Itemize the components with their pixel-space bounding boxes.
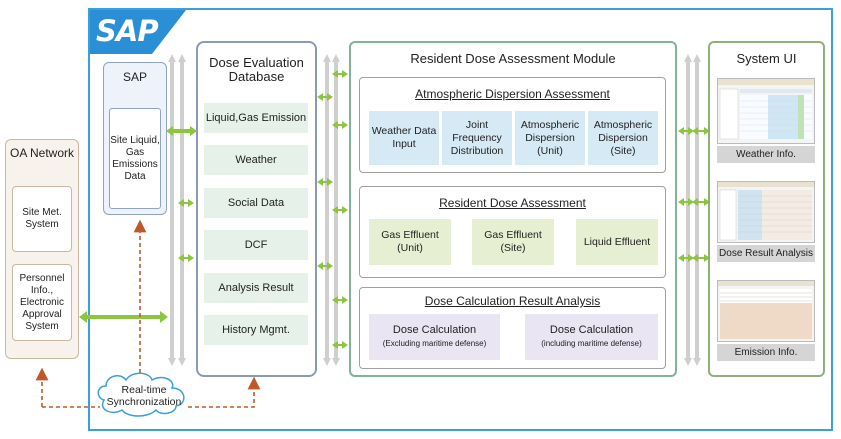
weather-data-input: Weather Data Input: [369, 111, 439, 165]
dose-result-screenshot: [717, 181, 815, 243]
atmospheric-dispersion-title: Atmospheric Dispersion Assessment: [415, 87, 610, 101]
atmospheric-dispersion-unit: Atmospheric Dispersion (Unit): [515, 111, 585, 165]
dose-calc-incl-main: Dose Calculation: [549, 324, 634, 336]
weather-info-screenshot: [717, 78, 815, 144]
dose-calculation-excluding: Dose Calculation (Excluding maritime def…: [369, 314, 500, 360]
site-met-system: Site Met. System: [12, 186, 72, 252]
emission-screen-image: [718, 281, 814, 339]
dose-result-screen-image: [718, 182, 814, 241]
db-item-social-data: Social Data: [204, 188, 308, 218]
db-item-dcf: DCF: [204, 230, 308, 260]
dose-calc-excl-sub: (Excluding maritime defense): [382, 339, 487, 348]
system-ui-title: System UI: [736, 51, 797, 66]
emission-info-screenshot: [717, 280, 815, 342]
sap-block-title: SAP: [122, 70, 147, 84]
oa-network-title: OA Network: [9, 146, 75, 160]
sap-emissions-data: Site Liquid, Gas Emissions Data: [109, 108, 161, 209]
atmospheric-dispersion-site: Atmospheric Dispersion (Site): [588, 111, 658, 165]
module-title: Resident Dose Assessment Module: [410, 51, 616, 66]
dose-result-title: Dose Calculation Result Analysis: [424, 294, 601, 308]
emission-info-label: Emission Info.: [717, 344, 815, 361]
dose-calculation-including: Dose Calculation (including maritime def…: [525, 314, 658, 360]
weather-info-label: Weather Info.: [717, 146, 815, 163]
resident-dose-title: Resident Dose Assessment: [439, 196, 586, 210]
gas-effluent-unit: Gas Effluent (Unit): [369, 219, 451, 265]
database-title: Dose Evaluation Database: [209, 55, 304, 84]
real-time-sync-label: Real-time Synchronization: [106, 384, 182, 408]
weather-screen-image: [718, 79, 814, 140]
db-item-weather: Weather: [204, 145, 308, 175]
dose-calc-excl-main: Dose Calculation: [392, 324, 477, 336]
personnel-approval-system: Personnel Info., Electronic Approval Sys…: [12, 264, 72, 341]
sap-logo-text: SAP: [96, 14, 159, 48]
liquid-effluent: Liquid Effluent: [576, 219, 658, 265]
joint-frequency-distribution: Joint Frequency Distribution: [442, 111, 512, 165]
db-item-analysis-result: Analysis Result: [204, 273, 308, 303]
db-item-history-mgmt: History Mgmt.: [204, 315, 308, 345]
gas-effluent-site: Gas Effluent (Site): [472, 219, 554, 265]
dose-result-analysis-label: Dose Result Analysis: [717, 245, 815, 262]
sap-logo-icon: [90, 10, 186, 54]
dose-calc-incl-sub: (including maritime defense): [541, 339, 642, 348]
db-item-emission: Liquid,Gas Emission: [204, 103, 308, 133]
